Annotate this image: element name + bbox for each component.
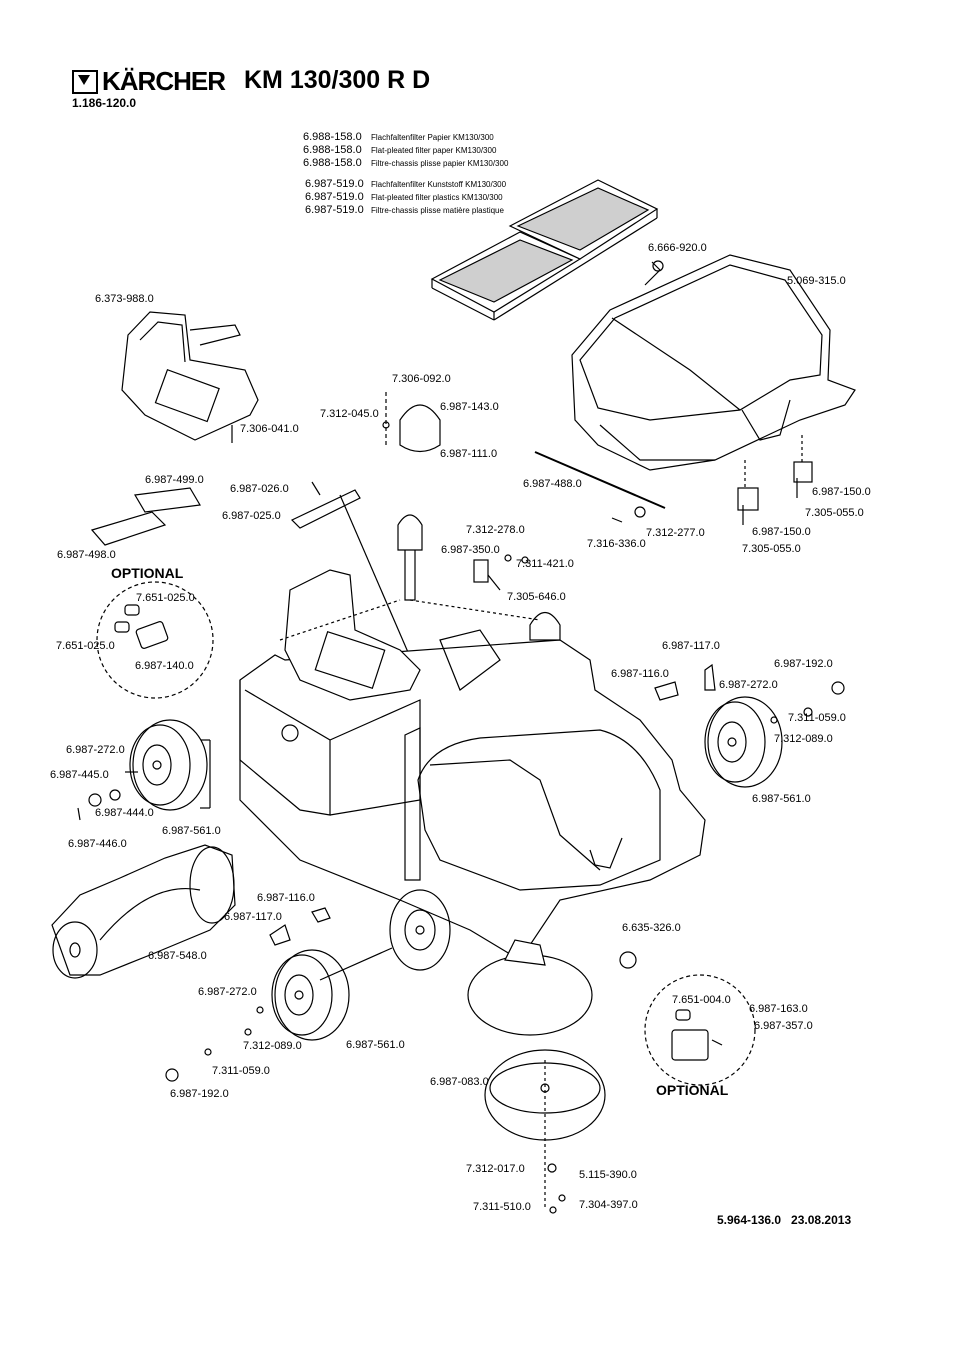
part-label: 6.987-561.0 [162, 825, 221, 837]
hood-drawing [571, 254, 856, 471]
switch-drawing [269, 663, 716, 969]
filter-desc: Flat-pleated filter plastics KM130/300 [371, 193, 503, 202]
filter-part: 6.988-158.0 [303, 157, 362, 169]
optional-lamp-2-drawing [644, 974, 756, 1086]
part-label: 6.987-548.0 [148, 950, 207, 962]
part-label: 7.305-055.0 [805, 507, 864, 519]
part-label: 7.311-421.0 [516, 558, 574, 570]
seat-drawing [121, 311, 259, 443]
part-label: 6.987-272.0 [198, 986, 257, 998]
part-label: 6.987-116.0 [257, 892, 315, 904]
part-label: 6.987-444.0 [95, 807, 154, 819]
bottom-wheel-drawing [165, 947, 393, 1082]
hinges-drawing [737, 435, 813, 525]
left-wheel-drawing [77, 719, 208, 821]
optional-lamp-1-drawing [96, 581, 214, 699]
filter-desc: Flachfaltenfilter Kunststoff KM130/300 [371, 180, 507, 189]
right-wheel-drawing [704, 681, 845, 788]
part-label: 6.987-561.0 [346, 1039, 405, 1051]
filter-part: 6.987-519.0 [305, 204, 364, 216]
part-label: 7.312-045.0 [320, 408, 379, 420]
part-label: 6.987-111.0 [440, 448, 498, 460]
filter-desc: Filtre-chassis plisse matière plastique [371, 206, 504, 215]
part-label: 7.311-059.0 [788, 712, 846, 724]
part-label: 6.987-150.0 [812, 486, 871, 498]
part-label: 7.306-041.0 [240, 423, 299, 435]
part-label: 6.987-446.0 [68, 838, 127, 850]
filter-part: 6.987-519.0 [305, 178, 364, 190]
part-label: 7.312-089.0 [243, 1040, 302, 1052]
mats-drawing [90, 487, 201, 546]
optional-label: OPTIONAL [656, 1082, 729, 1098]
model-title: KM 130/300 R D [244, 66, 431, 94]
part-label: 6.987-499.0 [145, 474, 204, 486]
part-label: 6.987-192.0 [170, 1088, 229, 1100]
part-label: 6.635-326.0 [622, 922, 681, 934]
karcher-emblem-icon [72, 69, 98, 94]
part-label: 7.311-059.0 [212, 1065, 270, 1077]
optional-label: OPTIONAL [111, 565, 184, 581]
footer-reference: 5.964-136.0 23.08.2013 [717, 1213, 852, 1227]
part-label: 6.987-117.0 [662, 640, 720, 652]
part-label: 6.987-025.0 [222, 510, 281, 522]
part-label: 6.987-140.0 [135, 660, 194, 672]
part-label: 7.651-025.0 [136, 592, 195, 604]
part-label: 7.311-510.0 [473, 1201, 531, 1213]
part-label: 6.987-445.0 [50, 769, 109, 781]
part-label: 6.987-150.0 [752, 526, 811, 538]
part-label: 6.987-350.0 [441, 544, 500, 556]
filter-panels-drawing [430, 179, 659, 321]
part-label: 7.305-646.0 [507, 591, 566, 603]
part-label: 7.305-055.0 [742, 543, 801, 555]
part-label: 7.312-278.0 [466, 524, 525, 536]
filter-part: 6.987-519.0 [305, 191, 364, 203]
part-label: 6.987-498.0 [57, 549, 116, 561]
part-label: 6.987-192.0 [774, 658, 833, 670]
brand-name: KÄRCHER [102, 66, 226, 96]
part-label: 5.069-315.0 [787, 275, 846, 287]
part-label: 7.306-092.0 [392, 373, 451, 385]
part-label: 6.987-488.0 [523, 478, 582, 490]
part-label: 6.987-272.0 [66, 744, 125, 756]
rod-drawing [534, 451, 666, 523]
part-label: 6.987-083.0 [430, 1076, 489, 1088]
part-label: 7.651-004.0 [672, 994, 731, 1006]
part-label: 7.312-089.0 [774, 733, 833, 745]
front-wheel-drawing [389, 889, 451, 971]
part-label: 7.304-397.0 [579, 1199, 638, 1211]
part-label: 5.115-390.0 [579, 1169, 637, 1181]
beacon-drawing [382, 392, 441, 453]
part-label: 7.651-025.0 [56, 640, 115, 652]
filter-part: 6.988-158.0 [303, 131, 362, 143]
part-label: 7.316-336.0 [587, 538, 646, 550]
document-number: 1.186-120.0 [72, 96, 137, 110]
filter-desc: Flachfaltenfilter Papier KM130/300 [371, 133, 494, 142]
filter-desc: Filtre-chassis plisse papier KM130/300 [371, 159, 509, 168]
machine-body-drawing [200, 514, 706, 961]
part-label: 7.312-277.0 [646, 527, 705, 539]
filter-part: 6.988-158.0 [303, 144, 362, 156]
part-label: 6.373-988.0 [95, 293, 154, 305]
part-label: 6.987-163.0 [749, 1003, 808, 1015]
steering-drawing [290, 481, 421, 681]
tyre-cover-drawing [51, 844, 236, 979]
part-label: 7.312-017.0 [466, 1163, 525, 1175]
part-label: 6.987-143.0 [440, 401, 499, 413]
side-brush-disc-drawing [484, 1049, 606, 1214]
part-label: 6.987-026.0 [230, 483, 289, 495]
side-brush-drawing [467, 939, 593, 1036]
brand-logo: KÄRCHER [72, 66, 226, 97]
part-label: 6.987-117.0 [224, 911, 282, 923]
part-label: 6.987-561.0 [752, 793, 811, 805]
part-label: 6.987-272.0 [719, 679, 778, 691]
part-label: 6.666-920.0 [648, 242, 707, 254]
bracket-drawing [473, 554, 529, 591]
filter-desc: Flat-pleated filter paper KM130/300 [371, 146, 497, 155]
part-label: 6.987-116.0 [611, 668, 669, 680]
part-label: 6.987-357.0 [754, 1020, 813, 1032]
